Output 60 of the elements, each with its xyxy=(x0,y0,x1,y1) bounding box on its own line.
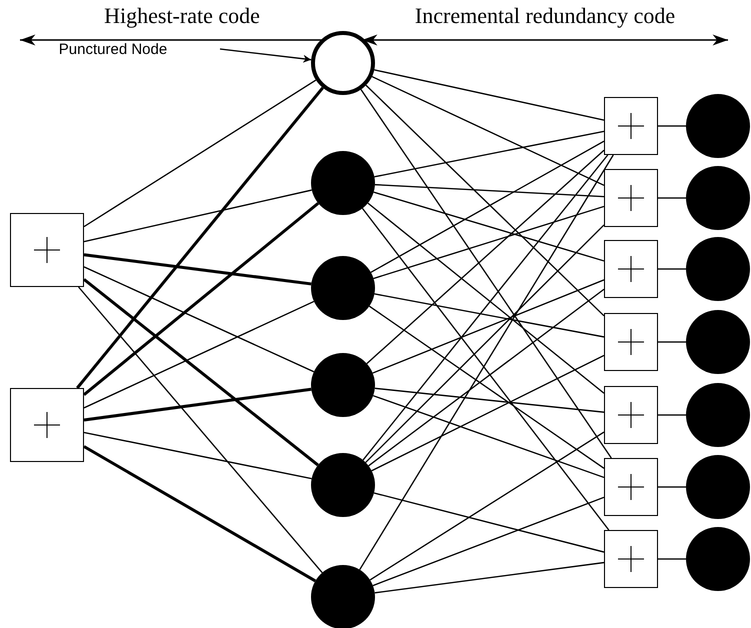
connection-line xyxy=(374,69,604,121)
connection-line xyxy=(658,268,686,270)
connection-line xyxy=(374,562,604,594)
connection-line xyxy=(374,293,604,338)
connection-line xyxy=(658,558,686,560)
arrow xyxy=(220,48,312,63)
check-node-box xyxy=(604,386,658,444)
check-node-box xyxy=(604,458,658,516)
check-node-box xyxy=(604,240,658,298)
check-node-box xyxy=(604,97,658,155)
connection-line xyxy=(83,202,320,396)
connection-line xyxy=(658,341,686,343)
connection-line xyxy=(373,206,604,280)
connection-line xyxy=(374,388,604,413)
connection-line xyxy=(84,300,314,408)
connection-line xyxy=(374,130,604,178)
section-heading: Incremental redundancy code xyxy=(414,3,676,29)
connection-line xyxy=(372,279,604,374)
connection-line xyxy=(359,154,614,570)
connection-line xyxy=(362,154,608,460)
connection-line xyxy=(366,150,604,364)
connection-line xyxy=(83,445,316,582)
connection-line xyxy=(76,86,324,389)
connection-line xyxy=(360,89,612,458)
variable-node-circle xyxy=(311,453,375,517)
connection-line xyxy=(658,125,686,127)
connection-line xyxy=(370,140,604,273)
check-node-box xyxy=(604,313,658,371)
connection-line xyxy=(84,80,316,228)
connection-line xyxy=(84,388,312,422)
node-label: Punctured Node xyxy=(58,40,168,58)
connection-line xyxy=(368,202,604,394)
connection-line xyxy=(84,432,312,480)
connection-line xyxy=(372,496,604,586)
connection-line xyxy=(658,486,686,488)
connection-line xyxy=(83,278,319,466)
section-heading: Highest-rate code xyxy=(104,3,260,29)
connection-line xyxy=(370,432,604,580)
connection-line xyxy=(658,414,686,416)
connection-line xyxy=(372,395,604,478)
connection-line xyxy=(373,192,604,262)
connection-line xyxy=(362,208,610,530)
connection-line xyxy=(84,189,312,242)
check-node-box xyxy=(604,530,658,588)
connection-line xyxy=(84,266,314,372)
connection-line xyxy=(78,286,323,574)
variable-node-circle xyxy=(311,151,375,215)
connection-line xyxy=(365,224,604,463)
variable-node-circle xyxy=(311,565,375,628)
check-node-box xyxy=(604,169,658,227)
check-node-box xyxy=(10,388,84,462)
connection-line xyxy=(374,492,604,553)
connection-line xyxy=(658,197,686,199)
punctured-node-circle xyxy=(311,31,375,95)
connection-line xyxy=(372,76,604,186)
connection-line xyxy=(366,84,604,316)
connection-line xyxy=(84,253,312,286)
connection-line xyxy=(371,354,604,472)
check-node-box xyxy=(10,213,84,287)
connection-line xyxy=(374,184,604,198)
